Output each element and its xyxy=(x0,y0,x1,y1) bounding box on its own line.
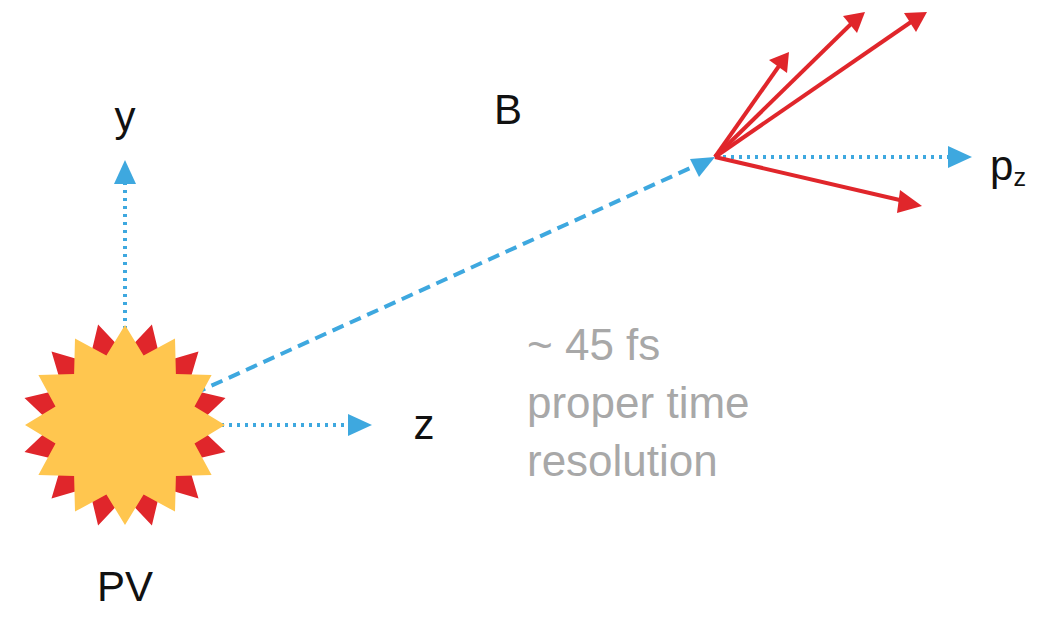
axis-label: y xyxy=(115,96,136,138)
vertex-starburst: PV xyxy=(20,320,230,608)
starburst-shape xyxy=(20,320,230,530)
decay-products xyxy=(715,12,927,213)
vertex-label: PV xyxy=(97,566,153,608)
axis-label: z xyxy=(414,404,435,446)
resolution-note: ~ 45 fs proper time resolution xyxy=(527,316,777,490)
momentum-label: pz xyxy=(990,145,1026,191)
particle-label: B xyxy=(494,89,522,131)
